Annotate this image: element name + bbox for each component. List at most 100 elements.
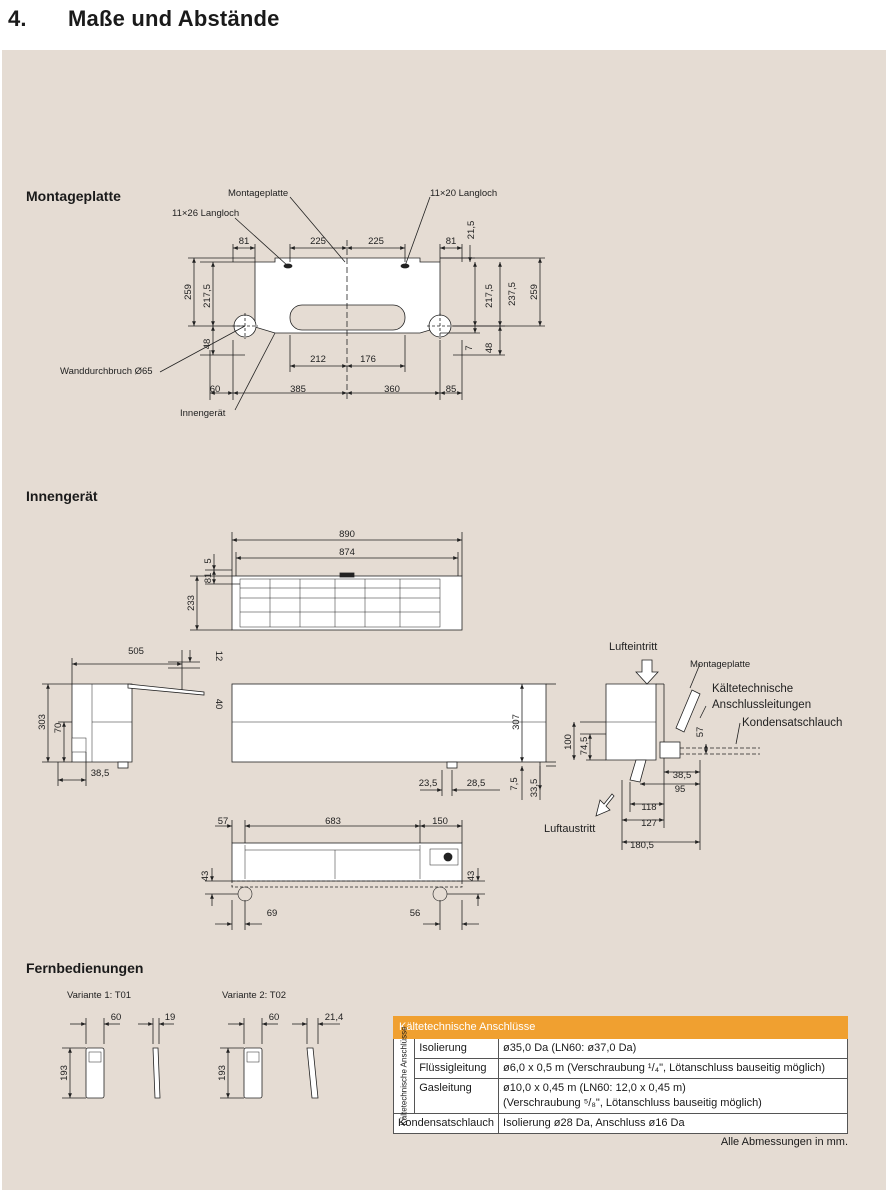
row-value: ø10,0 x 0,45 m (LN60: 12,0 x 0,45 m) [503, 1082, 686, 1094]
dim-5: 5 [203, 558, 214, 563]
section-title-innengeraet: Innengerät [26, 488, 98, 504]
label-luftaustritt: Luftaustritt [544, 823, 595, 835]
dim-225-right: 225 [368, 236, 384, 247]
label-montageplatte-top: Montageplatte [228, 188, 288, 199]
dim-874: 874 [339, 547, 355, 558]
dim-28-5: 28,5 [467, 778, 486, 789]
dim-259-left: 259 [183, 284, 194, 300]
indoor-unit-front-labels: 307 23,5 28,5 7,5 33,5 [419, 714, 540, 797]
page-title: Maße und Abstände [68, 6, 280, 31]
dim-56: 56 [410, 908, 421, 919]
refrigerant-connections-table: Kältetechnische Anschlüsse Kältetechnisc… [392, 1016, 848, 1134]
air-outlet-arrow [595, 793, 615, 817]
indoor-unit-left-view [42, 650, 205, 786]
dim-23-5: 23,5 [419, 778, 438, 789]
dim-v1-height: 193 [59, 1065, 70, 1081]
row-value-cell: ø10,0 x 0,45 m (LN60: 12,0 x 0,45 m) (Ver… [498, 1078, 848, 1114]
dim-43-left: 43 [200, 871, 211, 882]
dim-237-5: 237,5 [507, 282, 518, 306]
row-name: Flüssigleitung [414, 1058, 500, 1079]
plate-cutout [289, 304, 406, 331]
dim-150: 150 [432, 816, 448, 827]
row-name: Gasleitung [414, 1078, 500, 1114]
dim-307: 307 [511, 714, 522, 730]
dim-127: 127 [641, 818, 657, 829]
section-number: 4. [8, 6, 27, 31]
dim-81-right: 81 [446, 236, 457, 247]
dim-74-5: 74,5 [579, 737, 590, 756]
dim-176: 176 [360, 354, 376, 365]
dim-95: 95 [675, 784, 686, 795]
dim-385: 385 [290, 384, 306, 395]
dim-217-5-left: 217,5 [202, 284, 213, 308]
label-anschlussleitungen: Anschlussleitungen [712, 699, 811, 711]
dim-505: 505 [128, 646, 144, 657]
dim-81: 81 [203, 573, 214, 584]
dim-40: 40 [213, 699, 224, 710]
dim-38-5-left: 38,5 [91, 768, 110, 779]
label-innengeraet: Innengerät [180, 408, 226, 419]
dim-v1-width: 60 [111, 1012, 122, 1023]
dim-233: 233 [186, 595, 197, 611]
dim-100: 100 [563, 734, 574, 750]
row-value-second-line: (Verschraubung ⁵/₈", Lötanschluss bausei… [503, 1097, 762, 1109]
indoor-unit-side-labels: Lufteintritt Montageplatte Kältetechnisc… [544, 641, 842, 851]
row-value: ø35,0 Da (LN60: ø37,0 Da) [498, 1038, 848, 1059]
row-value: Isolierung ø28 Da, Anschluss ø16 Da [498, 1113, 848, 1134]
label-langloch-26: 11×26 Langloch [172, 208, 239, 219]
indoor-unit-top-labels: 890 874 5 81 233 [186, 529, 355, 611]
indoor-unit-top-view [190, 532, 463, 631]
dim-890: 890 [339, 529, 355, 540]
remote-controls-labels: Variante 1: T01 60 19 193 Variante 2: T0… [59, 990, 343, 1081]
refrigerant-pipe [675, 689, 701, 733]
dim-259-right: 259 [529, 284, 540, 300]
indoor-unit-side-detail [572, 659, 760, 850]
section-title-montageplatte: Montageplatte [26, 188, 121, 204]
dim-118: 118 [641, 802, 656, 813]
indoor-unit-left-labels: 505 12 40 303 70 38,5 [37, 646, 224, 779]
table-header-row: Kältetechnische Anschlüsse [393, 1016, 848, 1039]
dim-217-5-right: 217,5 [484, 284, 495, 308]
indoor-unit-bottom-labels: 57 683 150 43 43 69 56 [200, 816, 477, 919]
label-wanddurchbruch: Wanddurchbruch Ø65 [60, 366, 153, 377]
dim-12: 12 [213, 651, 224, 662]
table-title: Kältetechnische Anschlüsse [393, 1016, 848, 1039]
mounting-plate-drawing [159, 196, 545, 411]
label-variante-1: Variante 1: T01 [67, 990, 131, 1001]
group-cell: Kältetechnische Anschlüsse [392, 1026, 416, 1126]
dim-7-5: 7,5 [509, 777, 520, 790]
dim-43-right: 43 [466, 871, 477, 882]
row-value: ø6,0 x 0,5 m (Verschraubung ¹/₄", Lötans… [498, 1058, 848, 1079]
dim-683: 683 [325, 816, 341, 827]
dim-212: 212 [310, 354, 326, 365]
row-name: Kondensatschlauch [392, 1113, 500, 1134]
dim-303: 303 [37, 714, 48, 730]
mounting-plate-labels: Montageplatte 11×26 Langloch 11×20 Langl… [60, 188, 540, 419]
dimensions-note: Alle Abmessungen in mm. [720, 1136, 848, 1148]
dim-v2-width: 60 [269, 1012, 280, 1023]
indoor-unit-bottom-view [205, 820, 485, 930]
dim-57-side: 57 [695, 727, 706, 738]
table-row: Gasleitung ø10,0 x 0,45 m (LN60: 12,0 x … [394, 1078, 848, 1114]
section-title-fernbedienungen: Fernbedienungen [26, 960, 144, 976]
dim-360: 360 [384, 384, 400, 395]
dim-70: 70 [53, 723, 64, 734]
row-name: Isolierung [414, 1038, 500, 1059]
table-row: Kältetechnische Anschlüsse Isolierung ø3… [392, 1026, 848, 1126]
remote-controls-drawing [62, 1018, 340, 1099]
dim-v1-depth: 19 [165, 1012, 176, 1023]
dim-81-left: 81 [239, 236, 250, 247]
dim-85: 85 [446, 384, 457, 395]
group-label: Kältetechnische Anschlüsse [399, 1026, 409, 1126]
dim-v2-depth: 21,4 [325, 1012, 344, 1023]
label-variante-2: Variante 2: T02 [222, 990, 286, 1001]
label-kaeltetechnische: Kältetechnische [712, 683, 793, 695]
label-langloch-20: 11×20 Langloch [430, 188, 497, 199]
dim-225-left: 225 [310, 236, 326, 247]
air-inlet-arrow [635, 659, 659, 685]
page-heading: 4. Maße und Abstände [8, 6, 280, 32]
dim-33-5: 33,5 [529, 779, 540, 798]
dim-v2-height: 193 [217, 1065, 228, 1081]
label-montageplatte-side: Montageplatte [690, 659, 750, 670]
